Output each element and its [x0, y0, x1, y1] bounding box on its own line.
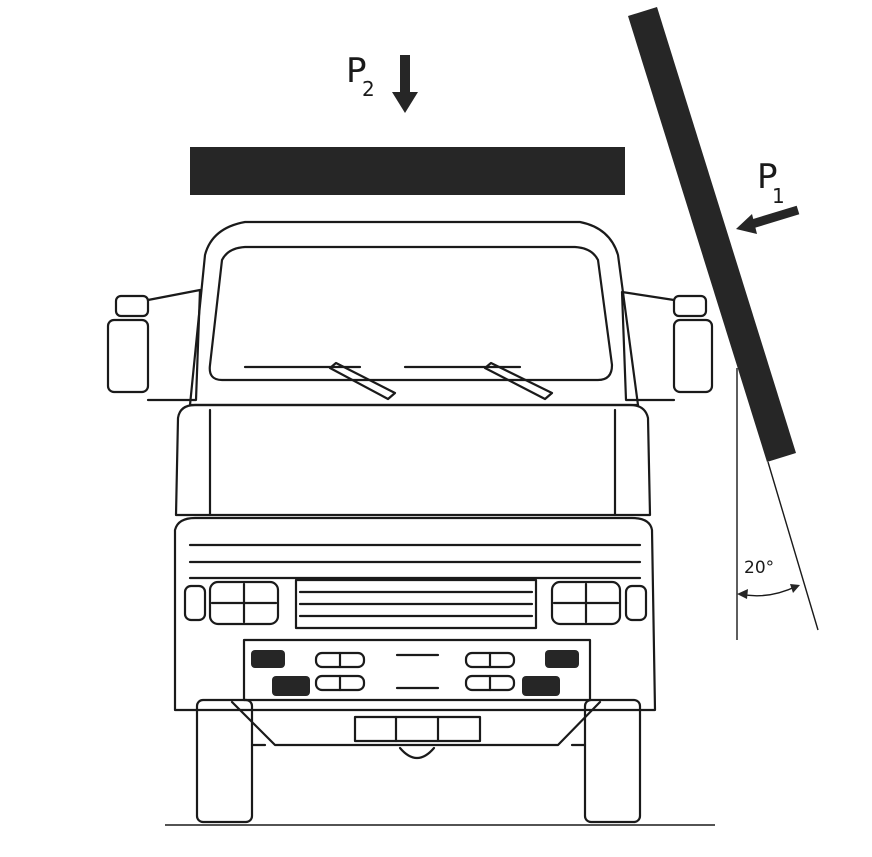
left-wheel: [195, 698, 254, 824]
p2-label: P: [346, 51, 367, 91]
angle-label: 20°: [744, 558, 774, 578]
truck: [106, 220, 714, 824]
angle-indicator: [736, 368, 819, 640]
cab-body: [188, 220, 640, 407]
p2-arrow: [392, 55, 418, 113]
right-wheel: [583, 698, 642, 824]
left-headlight: [183, 580, 280, 626]
p2-subscript: 2: [362, 77, 375, 101]
skid-plate: [230, 700, 602, 747]
right-headlight: [550, 580, 648, 626]
wipers: [243, 361, 554, 401]
p1-arrow: [736, 205, 800, 234]
lower-cab-panel: [174, 403, 652, 517]
bumper: [242, 638, 592, 702]
p1-label: P: [757, 157, 778, 197]
grille: [294, 578, 538, 630]
roof-load-bar: [190, 147, 625, 195]
windshield: [208, 245, 614, 382]
right-mirror: [620, 290, 714, 402]
p1-subscript: 1: [772, 184, 785, 208]
side-load-bar: [628, 7, 796, 462]
front-block: [173, 516, 657, 712]
left-mirror: [106, 288, 202, 402]
